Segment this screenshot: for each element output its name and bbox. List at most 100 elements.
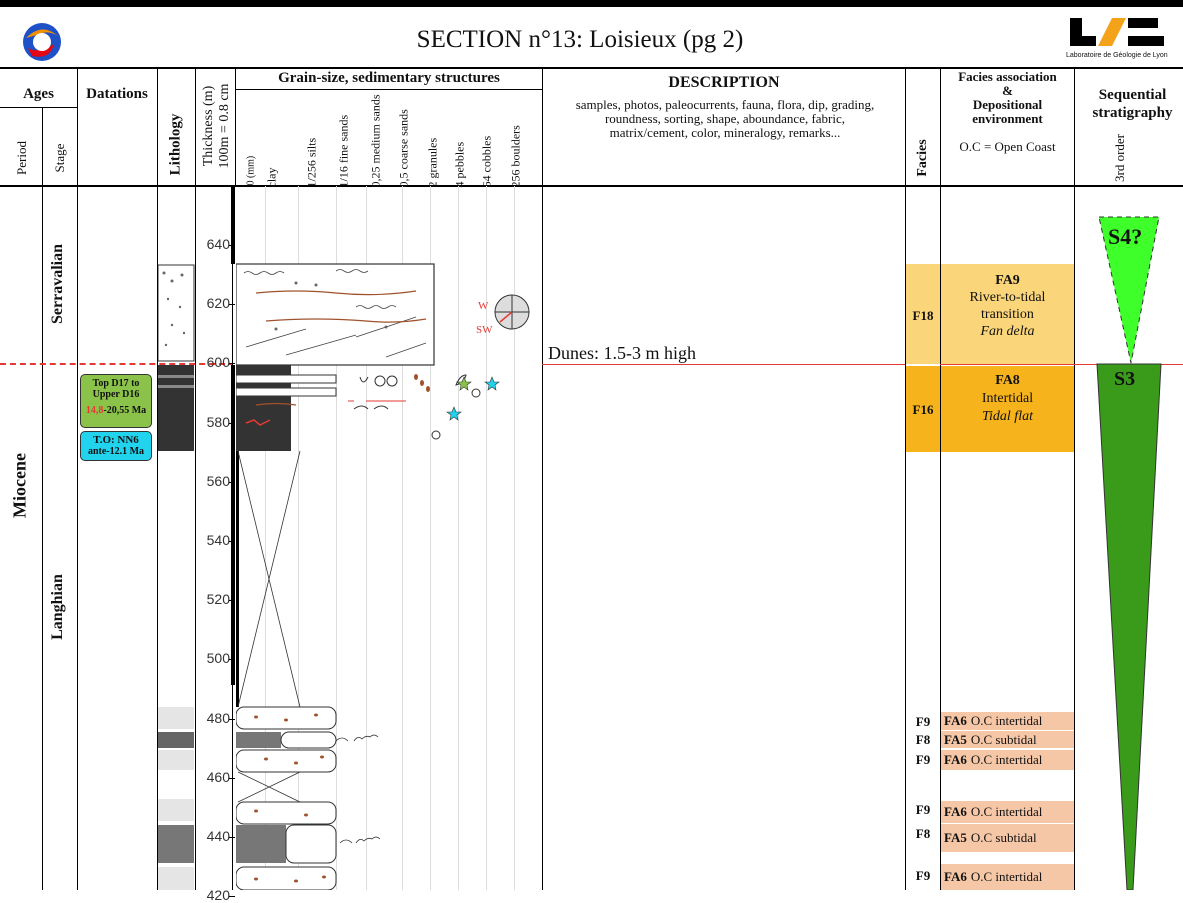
facies-header: Facies [915,128,931,188]
lab-logo-icon [1068,14,1168,48]
facies-association-code: FA5 [944,830,967,845]
ages-header: Ages [0,86,77,103]
sequence-s4-label: S4? [1108,224,1142,250]
grain-size-label: 2 granules [426,92,441,188]
thickness-tick-label: 580 [198,414,230,430]
grain-size-label: 0,5 coarse sands [397,92,412,188]
ages-rule [0,107,77,108]
col-sep [77,68,78,890]
thickness-tick-label: 500 [198,650,230,666]
seq-strat-header: Sequential stratigraphy [1075,86,1183,122]
thickness-tick-mark [229,896,235,897]
facies-code: F16 [906,402,940,418]
dating-age-rest: -20,55 Ma [103,405,146,416]
fa9-line1: River-to-tidal [941,289,1074,306]
grain-size-label: 256 boulders [509,92,524,188]
stage-header: Stage [52,128,68,188]
paleocurrent-rose-icon [492,292,532,332]
dating-nanno-line2: ante-12.1 Ma [81,446,151,458]
facies-assoc-line1: Facies association [941,70,1074,84]
facies-association-box: FA6 O.C intertidal [941,750,1074,770]
thickness-axis-segment [231,365,235,464]
period-header: Period [14,128,30,188]
thickness-tick-label: 540 [198,532,230,548]
thickness-tick-mark [229,837,235,838]
fa8-box: FA8 Intertidal Tidal flat [941,366,1074,452]
facies-association-box: FA6 O.C intertidal [941,864,1074,890]
facies-assoc-line2: & [941,84,1074,98]
seq-strat-line1: Sequential [1075,86,1183,104]
paleocurrent-sw: SW [476,324,493,336]
fa8-code: FA8 [941,372,1074,390]
lab-logo-caption: Laboratoire de Géologie de Lyon [1066,52,1168,59]
thickness-tick-label: 640 [198,236,230,252]
grain-size-label: 4 pebbles [453,92,468,188]
facies-code: F9 [906,714,940,730]
facies-association-box: FA5 O.C subtidal [941,731,1074,748]
grain-size-label: clay [265,92,280,188]
facies-association-text: O.C intertidal [971,752,1043,767]
thickness-axis-segment [231,455,235,685]
thickness-tick-mark [229,304,235,305]
stage-langhian: Langhian [49,557,67,657]
period-miocene: Miocene [10,446,31,526]
grain-size-label: 0,25 medium sands [369,92,384,188]
dating-biozone-box: Top D17 to Upper D16 14,8-20,55 Ma [80,374,152,428]
fa9-box: FA9 River-to-tidal transition Fan delta [941,264,1074,364]
fa9-code: FA9 [941,272,1074,289]
dating-line2: Upper D16 [81,389,151,400]
fa9-line2: transition [941,306,1074,323]
thickness-tick-label: 520 [198,591,230,607]
sequence-s3-label: S3 [1114,368,1135,391]
thickness-tick-label: 620 [198,295,230,311]
lithology-header: Lithology [168,105,185,185]
facies-code: F18 [906,308,940,324]
thickness-axis-segment [231,187,235,264]
facies-code: F9 [906,752,940,768]
description-title: DESCRIPTION [543,74,905,92]
facies-association-code: FA6 [944,869,967,884]
seq-strat-line2: stratigraphy [1075,104,1183,122]
col-sep [542,68,543,890]
page-title: SECTION n°13: Loisieux (pg 2) [300,26,860,54]
thickness-tick-mark [229,719,235,720]
dating-nanno-box: T.O: NN6 ante-12.1 Ma [80,431,152,461]
facies-association-text: O.C subtidal [971,830,1037,845]
facies-assoc-line3: Depositional [941,98,1074,112]
paleocurrent-w: W [478,300,488,312]
thickness-header: Thickness (m) [201,71,217,181]
company-logo-icon [20,20,64,64]
thickness-tick-label: 480 [198,710,230,726]
facies-association-text: O.C intertidal [971,869,1043,884]
facies-association-code: FA6 [944,752,967,767]
thickness-scale-header: 100m = 0.8 cm [217,71,233,181]
fa8-line1: Intertidal [941,390,1074,408]
grain-rule [236,89,542,90]
seq-order-header: 3rd order [1112,128,1128,188]
col-sep [42,108,43,890]
grain-size-label: 1/16 fine sands [337,92,352,188]
dating-age: 14,8-20,55 Ma [81,405,151,416]
facies-association-text: O.C subtidal [971,732,1037,747]
facies-association-text: O.C intertidal [971,804,1043,819]
grain-size-label: 1/256 silts [305,92,320,188]
facies-association-text: O.C intertidal [971,713,1043,728]
facies-association-box: FA5 O.C subtidal [941,824,1074,852]
lithology-column [158,187,195,890]
fa8-env: Tidal flat [941,408,1074,426]
grain-size-label: 0 (mm) [246,90,257,186]
facies-association-code: FA5 [944,732,967,747]
thickness-tick-label: 440 [198,828,230,844]
facies-code: F9 [906,868,940,884]
facies-code: F8 [906,732,940,748]
col-sep [195,68,196,890]
description-note: Dunes: 1.5-3 m high [548,343,696,364]
facies-assoc-line4: environment [941,112,1074,126]
facies-code: F8 [906,826,940,842]
dating-nanno-line1: T.O: NN6 [81,434,151,446]
fa9-env: Fan delta [941,323,1074,340]
dating-age-red: 14,8 [86,405,104,416]
grain-size-label: 64 cobbles [480,92,495,188]
facies-association-code: FA6 [944,713,967,728]
